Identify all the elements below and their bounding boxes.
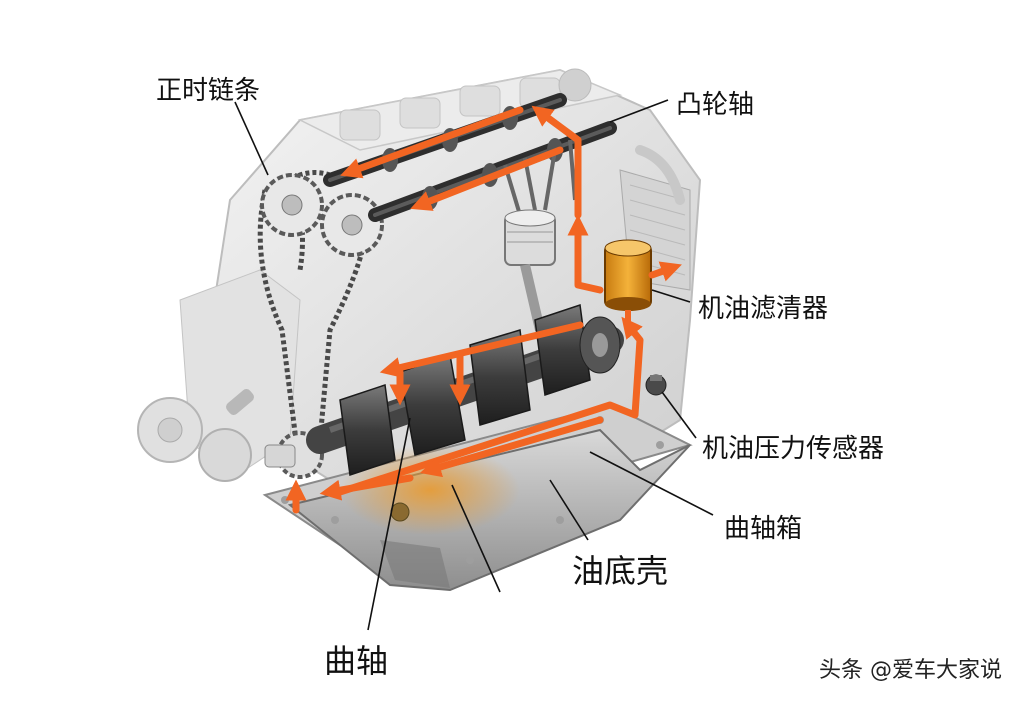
leader-oil-filter xyxy=(651,289,691,303)
leader-timing-chain xyxy=(234,101,269,176)
oil-flow-paths xyxy=(285,105,682,514)
label-timing-chain: 正时链条 xyxy=(156,76,261,106)
oil-pressure-sensor-part xyxy=(645,374,667,396)
label-camshaft: 凸轮轴 xyxy=(676,90,755,120)
label-crankcase: 曲轴箱 xyxy=(724,514,803,544)
label-oil-filter: 机油滤清器 xyxy=(698,294,829,324)
oil-pan xyxy=(262,403,693,592)
cam-sprocket-1 xyxy=(260,173,324,237)
leader-crankshaft xyxy=(367,417,411,631)
label-crankshaft: 曲轴 xyxy=(324,642,389,680)
leader-oil-pressure-sensor xyxy=(661,391,697,439)
leader-camshaft xyxy=(609,99,669,123)
leader-lines xyxy=(234,99,714,631)
leader-crankcase xyxy=(589,451,714,516)
label-oil-pan: 油底壳 xyxy=(572,552,669,590)
cam-sprocket-2 xyxy=(320,193,384,257)
label-oil-pressure-sensor: 机油压力传感器 xyxy=(702,434,885,464)
watermark: 头条 @爱车大家说 xyxy=(819,658,1002,683)
leader-oil-pan xyxy=(549,479,589,541)
leader-oil-pan-2 xyxy=(451,484,501,593)
crankshaft xyxy=(306,304,624,476)
